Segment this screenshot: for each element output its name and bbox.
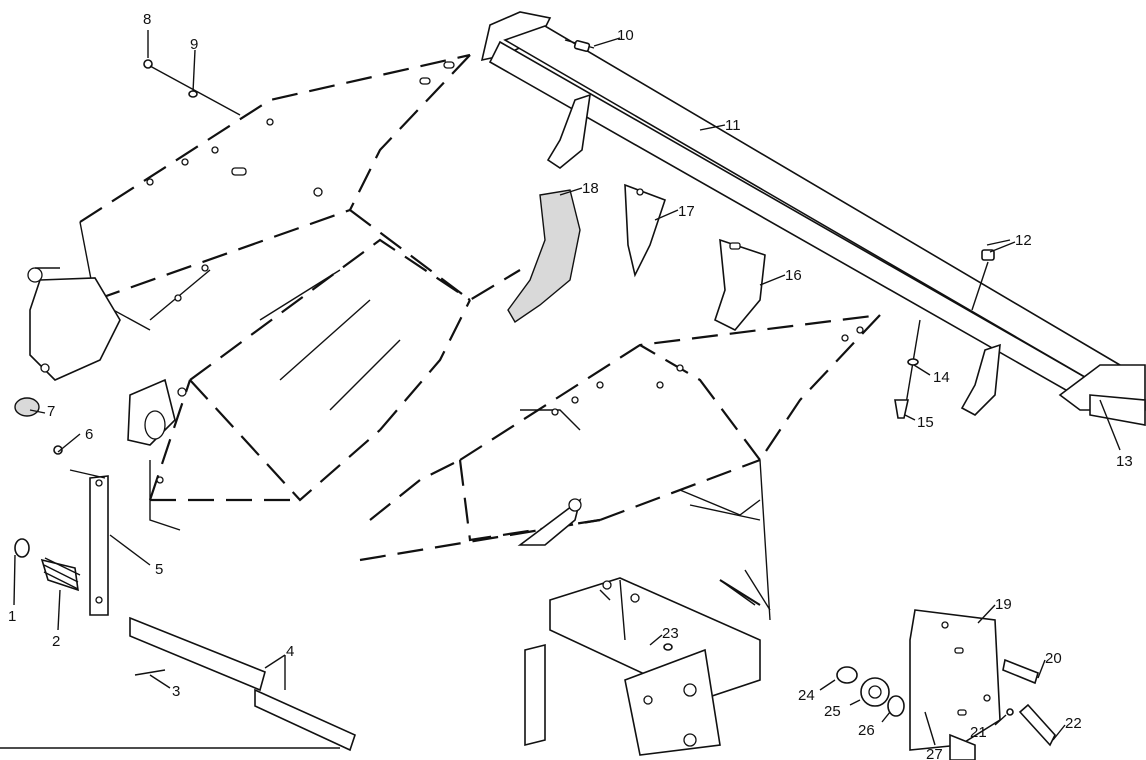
cross-bar-11: [480, 11, 1146, 426]
callout-label-8: 8: [143, 11, 151, 28]
callout-label-21: 21: [970, 724, 987, 741]
callout-label-9: 9: [190, 36, 198, 53]
callout-label-15: 15: [917, 414, 934, 431]
callout-label-27: 27: [926, 746, 943, 760]
callout-label-13: 13: [1116, 453, 1133, 470]
callout-label-5: 5: [155, 561, 163, 578]
callout-label-7: 7: [47, 403, 55, 420]
left-side-plate: [27, 264, 211, 531]
callout-label-11: 11: [725, 117, 741, 134]
callout-label-10: 10: [617, 27, 634, 44]
callout-label-14: 14: [933, 369, 950, 386]
callout-label-23: 23: [662, 625, 679, 642]
callout-label-24: 24: [798, 687, 815, 704]
hardware-12-14-15: [894, 239, 1011, 419]
callout-label-4: 4: [286, 643, 294, 660]
callout-label-22: 22: [1065, 715, 1082, 732]
callout-label-26: 26: [858, 722, 875, 739]
lower-housing-outline: [359, 313, 881, 621]
callout-label-3: 3: [172, 683, 180, 700]
upper-housing-outline: [79, 53, 521, 502]
callout-label-19: 19: [995, 596, 1012, 613]
callout-label-2: 2: [52, 633, 60, 650]
callout-label-16: 16: [785, 267, 802, 284]
deflector-parts: [507, 183, 766, 331]
leader-lines: [13, 37, 1121, 741]
lower-frame: [524, 577, 761, 756]
left-small-parts: [0, 397, 356, 752]
callout-labels: 1 2 3 4 5 6 7 8 9 10 11 12 13 14 15 16 1…: [8, 11, 1133, 760]
callout-label-18: 18: [582, 180, 599, 197]
callout-label-1: 1: [8, 608, 16, 625]
callout-label-6: 6: [85, 426, 93, 443]
callout-label-20: 20: [1045, 650, 1062, 667]
callout-label-17: 17: [678, 203, 695, 220]
callout-label-12: 12: [1015, 232, 1032, 249]
bolt-8-9-assembly: [143, 30, 241, 116]
callout-label-25: 25: [824, 703, 841, 720]
side-plate-19: [909, 609, 1056, 760]
sprocket-assembly: [663, 643, 905, 717]
